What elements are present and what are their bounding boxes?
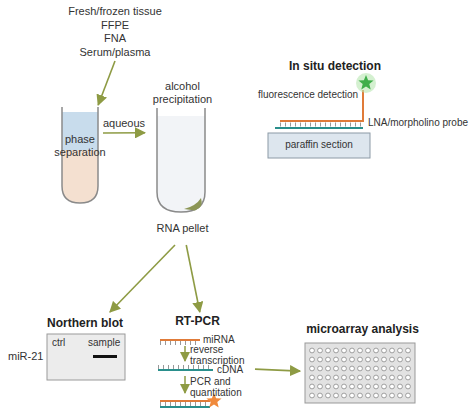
edge-label: aqueous xyxy=(94,117,154,130)
step-label: PCR and quantitation xyxy=(190,376,250,398)
method-title: microarray analysis xyxy=(300,322,425,336)
mirna-strand xyxy=(160,339,200,341)
tube-outline xyxy=(157,108,205,212)
flow-arrow xyxy=(103,132,145,134)
source-label: FFPE xyxy=(55,19,175,32)
source-label: FNA xyxy=(55,32,175,45)
tube-liquid xyxy=(157,116,205,212)
cdna-strand xyxy=(158,369,213,371)
step-arrow xyxy=(184,346,186,361)
flow-arrow xyxy=(110,245,175,312)
source-list: Fresh/frozen tissueFFPEFNASerum/plasma xyxy=(60,3,170,61)
lane-label: ctrl xyxy=(52,337,65,348)
step-label: phase separation xyxy=(50,133,110,159)
rna-pellet xyxy=(184,198,202,211)
target-strand xyxy=(275,127,363,129)
slide-label: paraffin section xyxy=(268,139,370,150)
array-chip xyxy=(305,343,415,403)
phase-tube: phase separation xyxy=(55,105,103,205)
method-title: In situ detection xyxy=(255,59,415,73)
pcr-product xyxy=(160,400,210,402)
step-label: reverse transcription xyxy=(190,344,254,366)
method-title: RT-PCR xyxy=(140,314,255,328)
blot-band xyxy=(93,355,117,358)
flow-arrow xyxy=(186,245,200,312)
source-label: Serum/plasma xyxy=(55,46,175,59)
method-title: Northern blot xyxy=(40,316,130,330)
fluor-star xyxy=(358,75,373,90)
array-spots xyxy=(308,346,412,400)
rt-pcr-panel: RT-PCR miRNAreverse transcriptioncDNAPCR … xyxy=(140,312,255,414)
step-arrow xyxy=(184,376,186,393)
flow-arrow xyxy=(255,369,300,371)
band-label: miR-21 xyxy=(8,350,43,363)
strand-ticks xyxy=(280,123,363,127)
pcr-product xyxy=(160,406,210,408)
fluor-glow xyxy=(356,73,376,93)
strand-label: cDNA xyxy=(217,364,243,375)
flow-arrow xyxy=(98,61,115,105)
microarray-panel: microarray analysis xyxy=(300,315,425,407)
strand-ticks xyxy=(160,402,210,406)
step-label: alcohol precipitation xyxy=(145,80,220,106)
source-label: Fresh/frozen tissue xyxy=(55,5,175,18)
in-situ-panel: In situ detectionfluorescence detectionL… xyxy=(255,55,450,165)
probe-label: fluorescence detection xyxy=(258,89,358,100)
lane-label: sample xyxy=(88,337,120,348)
step-label: RNA pellet xyxy=(145,222,220,235)
precipitation-tube: alcohol precipitationRNA pellet xyxy=(145,80,220,245)
northern-blot: Northern blot ctrl sample miR-21 xyxy=(5,312,130,384)
strand-label: miRNA xyxy=(203,334,235,345)
paraffin-slide: paraffin section xyxy=(268,133,370,158)
slide xyxy=(268,133,370,158)
probe-label: LNA/morpholino probe xyxy=(368,117,468,128)
blot-panel xyxy=(47,334,125,380)
